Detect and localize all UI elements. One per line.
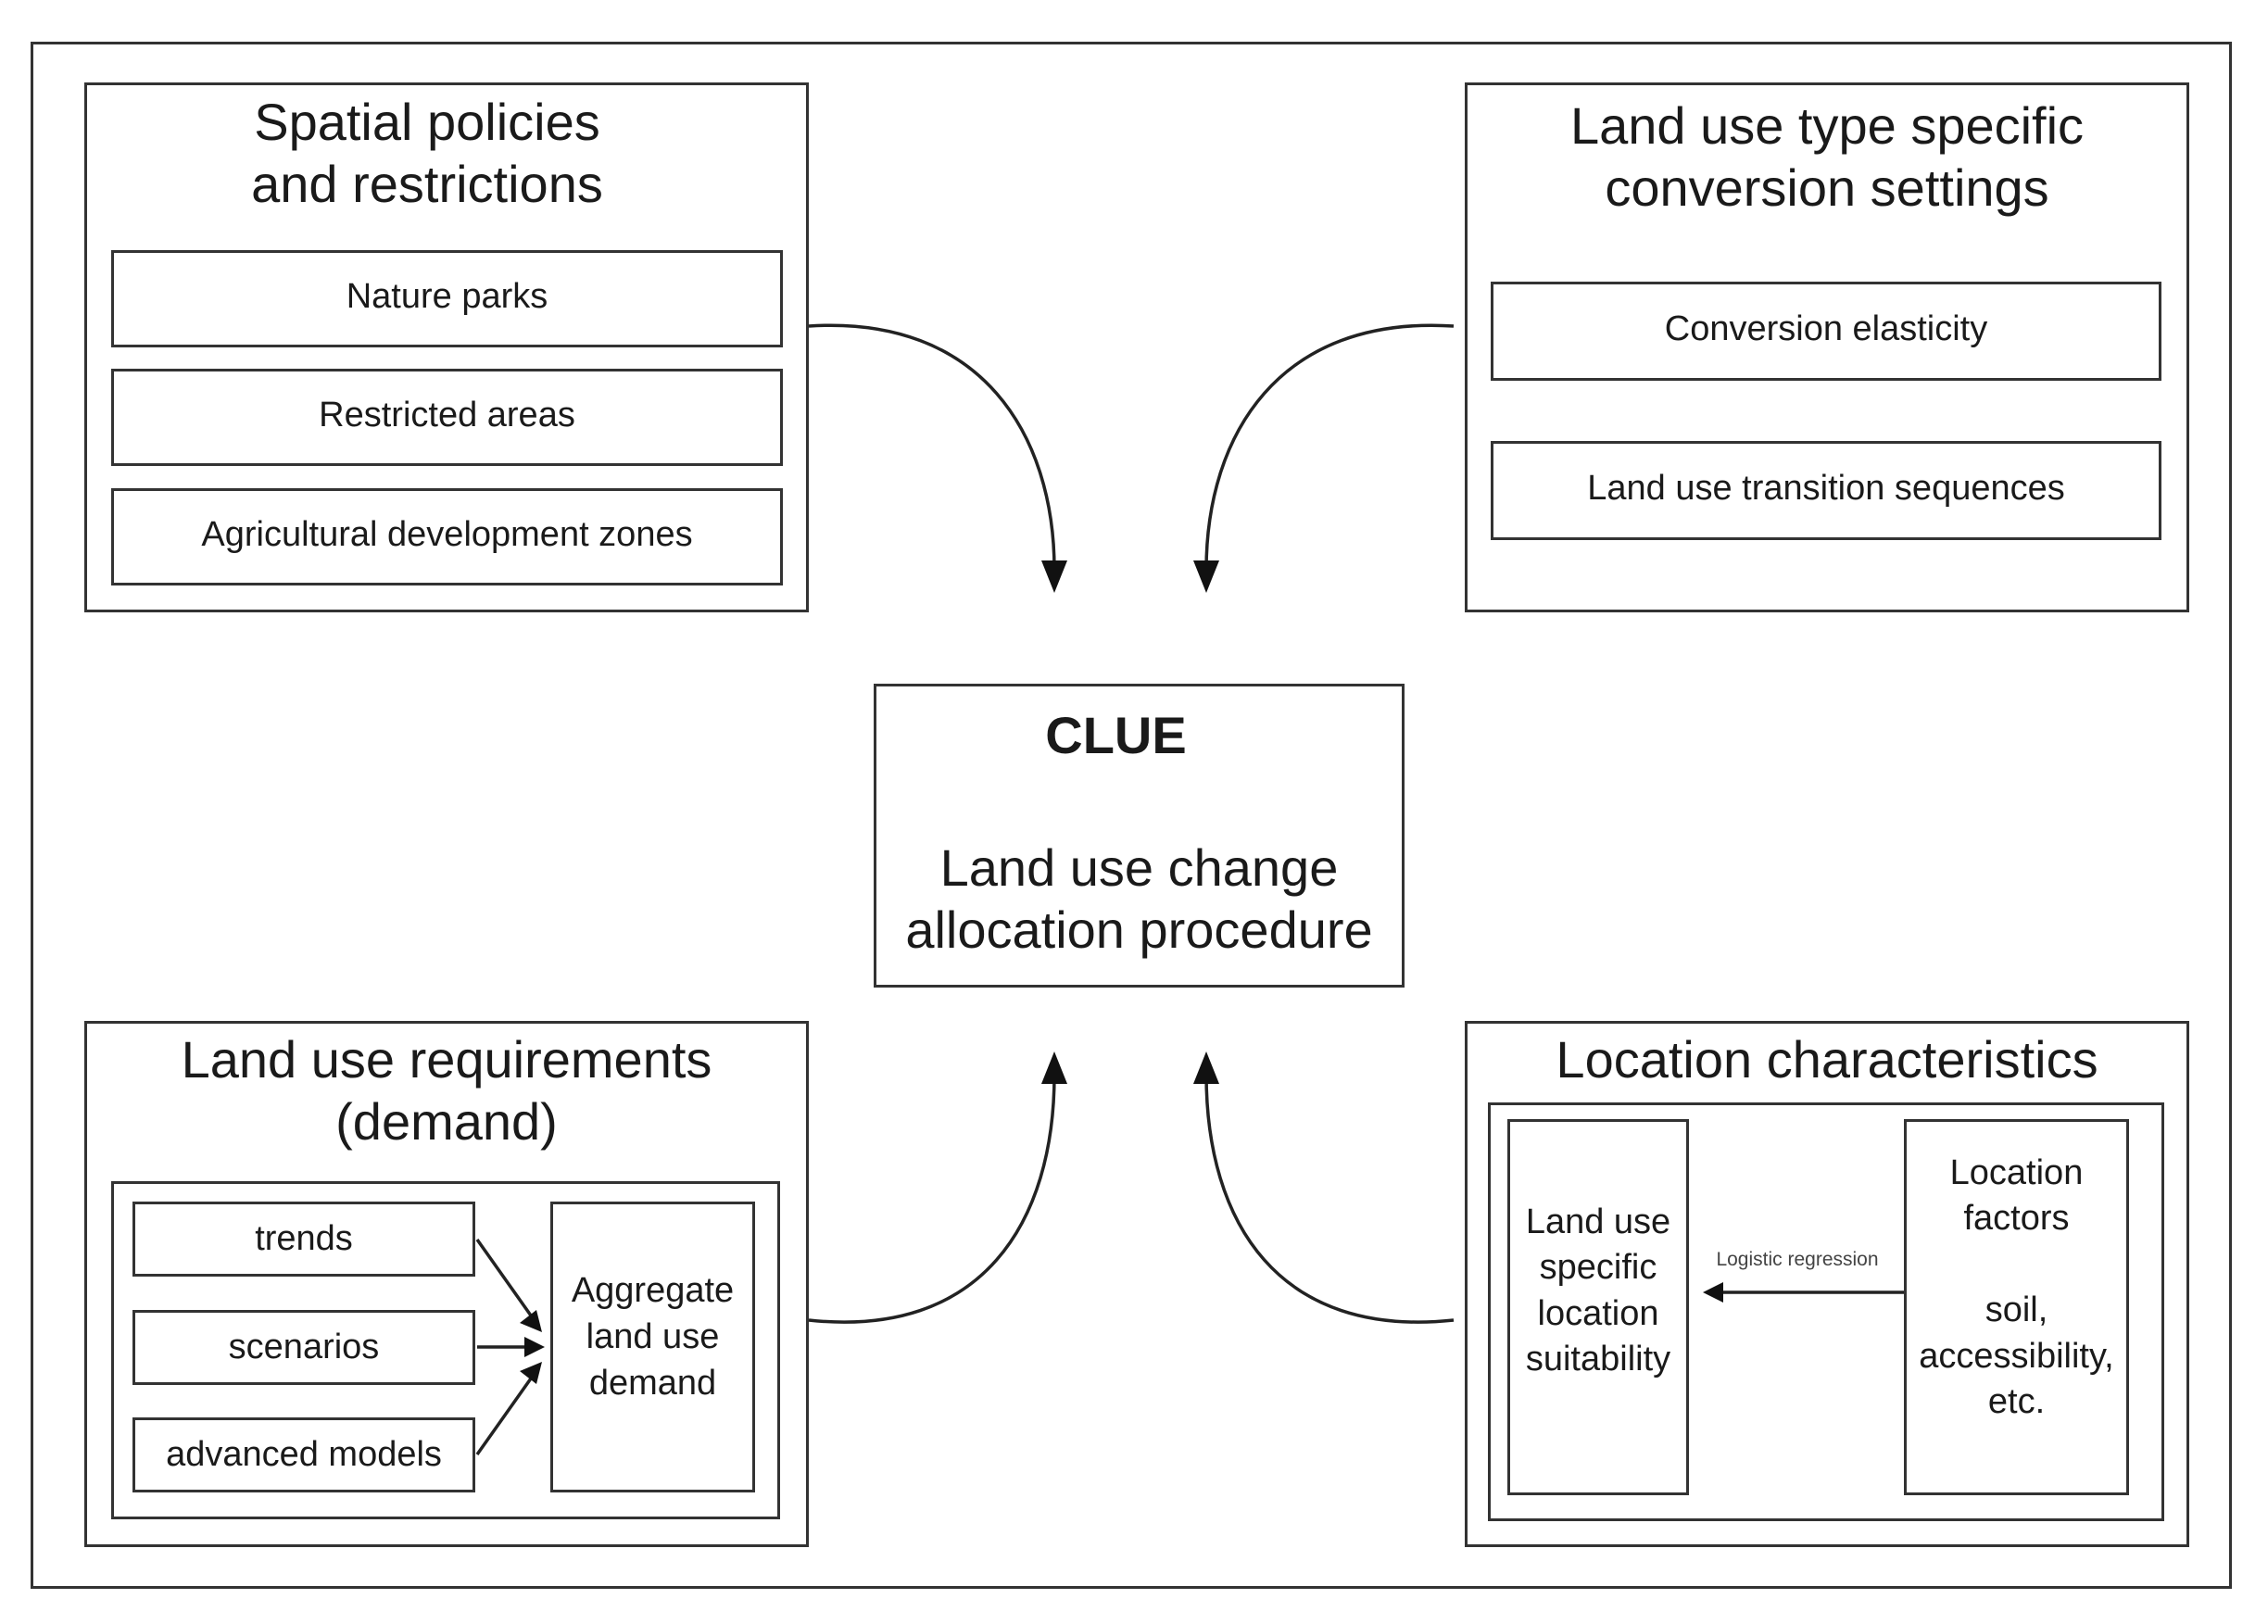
transition-sequences-box	[1491, 441, 2161, 540]
trends-box	[132, 1202, 475, 1277]
restricted-areas-box	[111, 369, 783, 466]
advanced-models-label: advanced models	[166, 1435, 442, 1474]
clue-box	[874, 684, 1405, 988]
clue-subtitle: Land use change allocation procedure	[905, 838, 1373, 960]
land-use-requirements-title: Land use requirements (demand)	[181, 1030, 712, 1152]
trends-label: trends	[255, 1219, 353, 1258]
logistic-regression-label: Logistic regression	[1716, 1249, 1879, 1270]
transition-sequences-label: Land use transition sequences	[1587, 469, 2065, 508]
location-characteristics-title: Location characteristics	[1556, 1030, 2098, 1089]
aggregate-demand-label: Aggregate land use demand	[571, 1271, 735, 1404]
restricted-areas-label: Restricted areas	[319, 396, 575, 434]
location-factors-label: Location factors soil, accessibility, et…	[1919, 1153, 2114, 1421]
agricultural-zones-label: Agricultural development zones	[201, 515, 693, 554]
aggregate-demand-box	[550, 1202, 755, 1492]
advanced-models-box	[132, 1417, 475, 1492]
agricultural-zones-box	[111, 488, 783, 585]
spatial-policies-title: Spatial policies and restrictions	[251, 93, 603, 214]
location-factors-box	[1904, 1119, 2129, 1495]
nature-parks-label: Nature parks	[346, 277, 548, 316]
suitability-box	[1507, 1119, 1689, 1495]
scenarios-label: scenarios	[228, 1328, 380, 1366]
scenarios-box	[132, 1310, 475, 1385]
nature-parks-box	[111, 250, 783, 347]
conversion-settings-title: Land use type specific conversion settin…	[1569, 96, 2085, 218]
conversion-elasticity-box	[1491, 282, 2161, 381]
suitability-label: Land use specific location suitability	[1525, 1202, 1671, 1379]
conversion-elasticity-label: Conversion elasticity	[1664, 309, 1988, 348]
clue-title: CLUE	[1045, 706, 1187, 764]
